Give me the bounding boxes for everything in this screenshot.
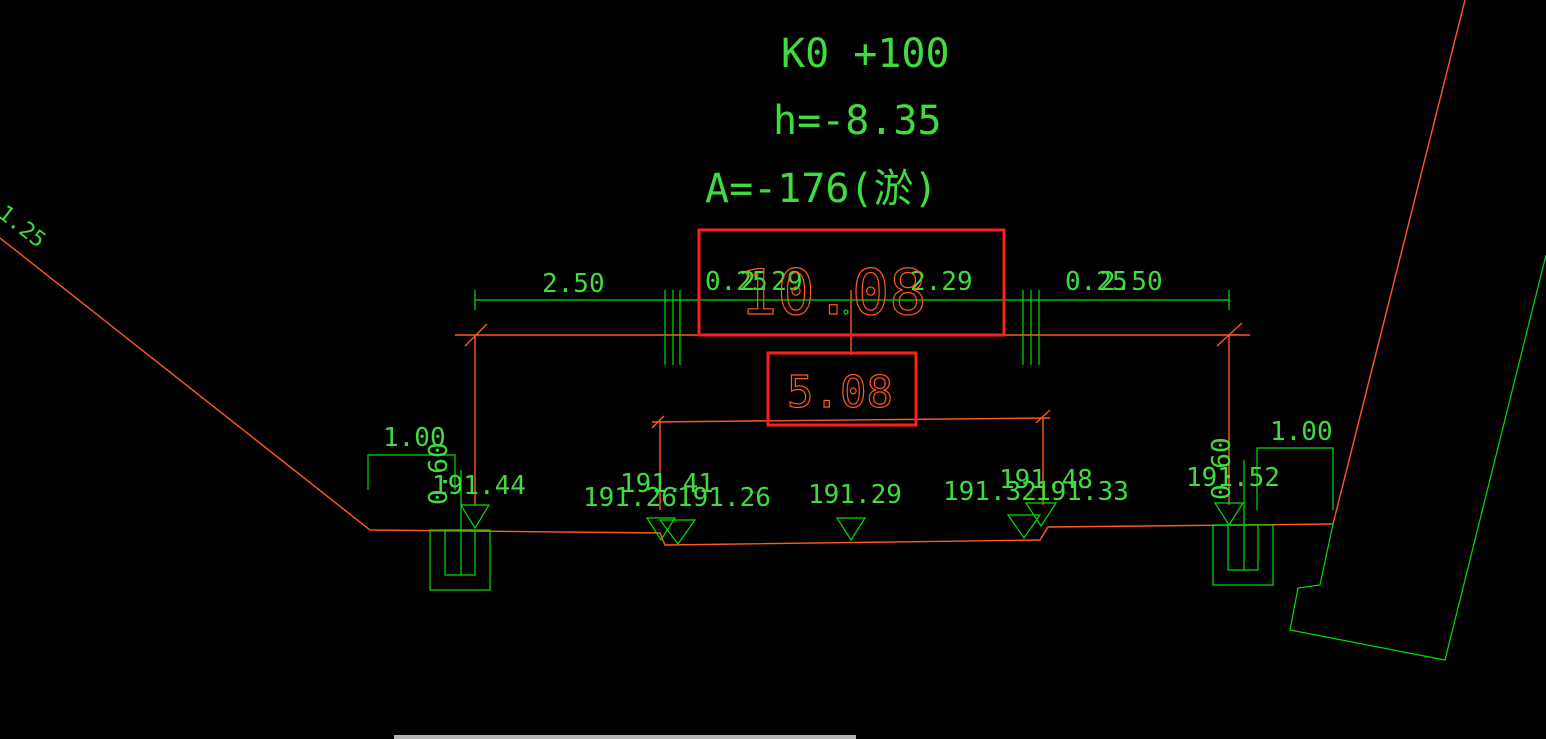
horizontal-scrollbar[interactable] (394, 735, 856, 739)
elev-marker-right-edge-a (1006, 514, 1042, 540)
elev-right-edge-a: 191.32 (943, 477, 1037, 507)
elev-marker-right-edge-b (1024, 502, 1058, 528)
elev-marker-left-shoulder (459, 504, 491, 530)
dim-left-inner-b: 2.29 (740, 267, 803, 297)
right-ditch-outer (1212, 524, 1274, 586)
elev-right-shoulder: 191.52 (1186, 463, 1280, 493)
left-cut-slope-line (0, 237, 1334, 546)
elev-left-shoulder: 191.44 (432, 471, 526, 501)
elev-marker-right-shoulder (1213, 502, 1245, 527)
total-width-value: 10.08 (740, 256, 927, 329)
elev-left-edge-b: 191.26 (677, 483, 771, 513)
right-ditch-inner (1227, 524, 1259, 571)
elev-center: 191.29 (808, 480, 902, 510)
highlight-box-total-width (697, 228, 1006, 337)
left-ditch-outer (429, 529, 491, 591)
center-point-mark (843, 309, 849, 315)
elev-marker-left-edge-a (645, 517, 677, 542)
elev-right-edge-b: 191.33 (1035, 477, 1129, 507)
pavement-right-tick (1035, 409, 1051, 424)
dim-right-ditch-depth: 0.60 (1207, 437, 1237, 500)
annotation-geometry (367, 254, 1546, 661)
height-label: h=-8.35 (773, 98, 942, 144)
right-tick (1216, 322, 1243, 347)
retaining-wall (1289, 254, 1546, 661)
elev-marker-center (835, 517, 867, 542)
elev-left-edge-a: 191.26 (583, 483, 677, 513)
station-label: K0 +100 (781, 31, 950, 77)
area-label: A=-176(淤) (705, 166, 938, 212)
elev-left-edge-top: 191.41 (620, 469, 714, 499)
right-ditch-dim (1256, 447, 1334, 510)
dim-right-inner-b: 0.25 (1065, 267, 1128, 297)
dim-left-inner-a: 0.25 (705, 267, 768, 297)
dim-left-ditch-width: 1.00 (383, 423, 446, 453)
left-ditch-dim (367, 454, 456, 490)
pavement-dimension-line (651, 417, 1051, 423)
left-ditch-inner (444, 529, 476, 576)
dim-left-ditch-depth: 0.60 (424, 442, 454, 505)
left-tick (464, 323, 488, 347)
pavement-width-value: 5.08 (787, 367, 893, 418)
slope-label: 1.25 (0, 201, 50, 253)
dim-right-ditch-width: 1.00 (1270, 417, 1333, 447)
elev-marker-left-edge-b (658, 519, 697, 546)
dim-left-outer: 2.50 (542, 269, 605, 299)
dim-right-outer: 2.50 (1100, 267, 1163, 297)
elev-right-edge-top: 191.48 (999, 465, 1093, 495)
right-slope-line (1332, 0, 1466, 525)
pavement-left-tick (651, 415, 665, 429)
dim-right-inner-a: 2.29 (910, 267, 973, 297)
highlight-box-pavement-width (766, 351, 918, 427)
